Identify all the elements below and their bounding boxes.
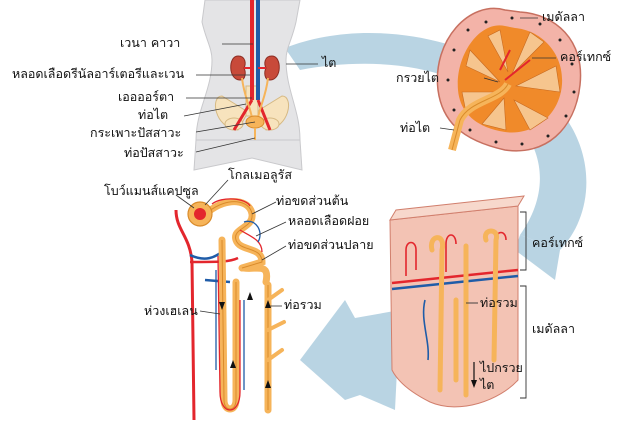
label-kidney-body: ไต (322, 55, 337, 70)
label-cortex-kidney: คอร์เทกซ์ (560, 49, 612, 64)
label-medulla-kidney: เมดัลลา (542, 9, 585, 24)
label-vena-cava: เวนา คาวา (120, 35, 181, 50)
label-distal-tubule: ท่อขดส่วนปลาย (288, 237, 374, 252)
label-aorta: เออออร์ตา (118, 89, 175, 104)
section-brackets (466, 211, 527, 399)
label-collecting-duct-section: ท่อรวม (480, 295, 518, 310)
label-to-pelvis-1: ไปกรวย (480, 360, 523, 375)
label-proximal-tubule: ท่อขดส่วนต้น (276, 193, 349, 208)
label-glomerulus: โกลเมอลูรัส (228, 167, 292, 182)
nephron-diagram (174, 198, 286, 421)
label-capillaries: หลอดเลือดฝอย (288, 213, 370, 228)
label-cortex-section: คอร์เทกซ์ (532, 235, 584, 250)
kidney-cross-section (436, 7, 582, 152)
torso-leaders (183, 43, 318, 153)
label-collecting-duct-nephron: ท่อรวม (284, 297, 322, 312)
label-bowman-capsule: โบว์แมนส์แคปซูล (104, 183, 199, 198)
label-ureter-body: ท่อไต (138, 107, 169, 122)
kidney-tissue-section (389, 195, 525, 408)
label-pelvis: กรวยไต (396, 70, 440, 85)
label-bladder: กระเพาะปัสสาวะ (90, 125, 182, 140)
label-ureter-kidney: ท่อไต (400, 120, 431, 135)
kidney-leaders (439, 17, 556, 131)
human-torso (193, 0, 303, 171)
label-loop-of-henle: ห่วงเฮเลน (144, 303, 198, 318)
label-urethra: ท่อปัสสาวะ (124, 145, 184, 160)
label-renal-vessels: หลอดเลือดรีนัลอาร์เตอรีและเวน (12, 66, 185, 81)
label-to-pelvis-2: ไต (480, 377, 495, 392)
label-medulla-section: เมดัลลา (532, 321, 575, 336)
nephron-leaders (175, 179, 287, 315)
